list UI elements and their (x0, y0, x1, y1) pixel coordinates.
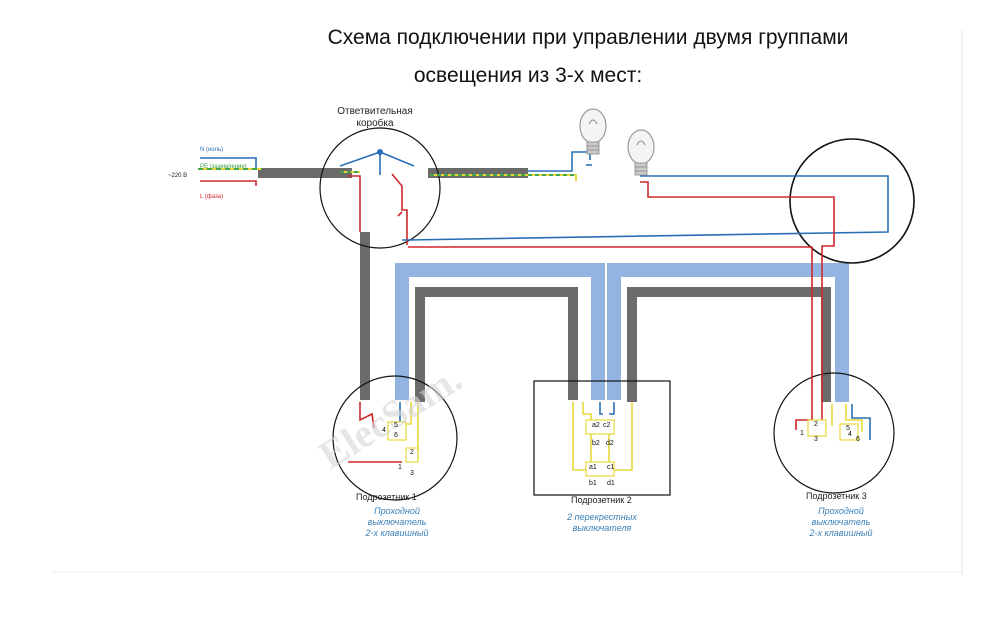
lamp-wires (402, 151, 889, 404)
junction-connections (339, 151, 577, 245)
box2-desc-line: выключателя (572, 523, 632, 533)
terminal-label: 4 (848, 431, 852, 438)
terminal-label: 5 (394, 422, 398, 429)
terminal-label: 2 (814, 421, 818, 428)
watermark: ElecSam. (311, 355, 470, 477)
terminal-label: 6 (856, 436, 860, 443)
terminal-label: a1 (589, 464, 597, 471)
neutral-wire-label: N (ноль) (200, 147, 224, 153)
ground-wire-label: PE (заземление) (200, 164, 247, 170)
conduit-channels (395, 263, 849, 402)
box2-caption: Подрозетник 2 (571, 495, 632, 505)
box1-desc-line: Проходной (374, 506, 420, 516)
box1-caption: Подрозетник 1 (356, 492, 417, 502)
supply-voltage-label: ~220 В (168, 173, 188, 179)
diagram-title-line1: Схема подключении при управлении двумя г… (327, 26, 849, 49)
terminal-label: 6 (394, 432, 398, 439)
terminal-label: 3 (410, 470, 414, 477)
terminal-label: d1 (607, 480, 615, 487)
neutral-node (377, 149, 383, 155)
box2-desc-line: 2 перекрестных (567, 512, 637, 522)
socket-box-1 (332, 375, 458, 501)
terminal-label: d2 (606, 440, 614, 447)
box3-caption: Подрозетник 3 (806, 491, 867, 501)
box3-desc-line: Проходной (818, 506, 864, 516)
socket-box-2 (533, 380, 671, 496)
terminal-label: 1 (800, 430, 804, 437)
terminal-label: b1 (589, 480, 597, 487)
box1-desc-line: выключатель (367, 517, 427, 527)
lamp-junction-circle (789, 138, 915, 264)
diagram-title-line2: освещения из 3-х мест: (413, 64, 643, 87)
terminal-label: 2 (410, 449, 414, 456)
supply-wires (198, 157, 262, 186)
box1-desc-line: 2-х клавишный (365, 528, 429, 538)
phase-wire-label: L (фаза) (200, 194, 224, 200)
terminal-label: 3 (814, 436, 818, 443)
terminal-label: 4 (382, 427, 386, 434)
terminal-label: 5 (846, 425, 850, 432)
junction-box-label: Ответвительная коробка (337, 106, 413, 129)
box1-desc: Проходной выключатель 2-х клавишный (352, 506, 442, 539)
terminal-label: c1 (607, 464, 615, 471)
gray-cables (258, 168, 831, 402)
terminal-blocks (387, 419, 859, 477)
terminal-label: c2 (603, 422, 611, 429)
switch2-wires (572, 402, 633, 471)
terminal-label: b2 (592, 440, 600, 447)
light-bulb-icon (579, 108, 607, 155)
switch3-wires (795, 404, 871, 440)
light-bulb-icon (627, 129, 655, 176)
box2-desc: 2 перекрестных выключателя (552, 512, 652, 534)
socket-box-3 (773, 372, 895, 494)
box3-desc-line: 2-х клавишный (809, 528, 873, 538)
box3-desc: Проходной выключатель 2-х клавишный (796, 506, 886, 539)
terminal-label: 1 (398, 464, 402, 471)
terminal-label: a2 (592, 422, 600, 429)
junction-box-circle (319, 127, 441, 249)
box3-desc-line: выключатель (811, 517, 871, 527)
